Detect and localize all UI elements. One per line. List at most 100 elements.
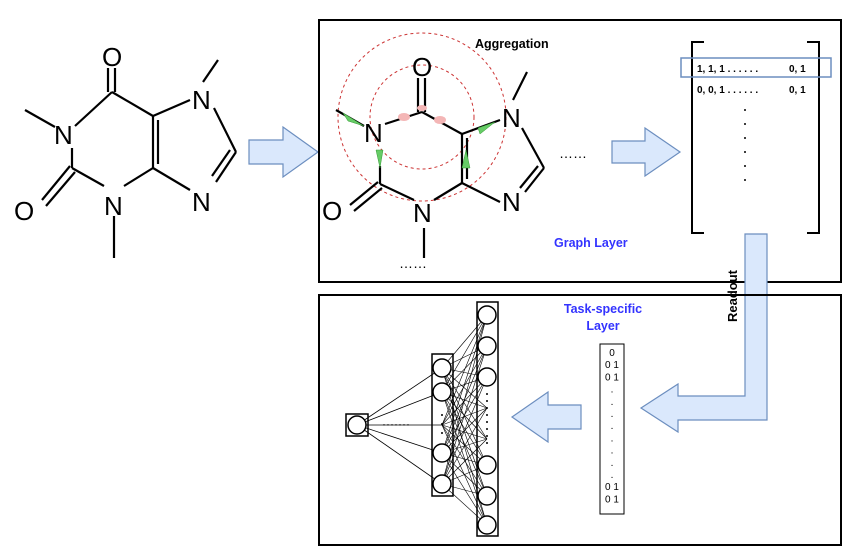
input-molecule [24,59,237,258]
vector-entry: . [611,433,614,444]
input-node [477,367,497,387]
aggregation-ring-inner [369,64,475,170]
network-edge [356,391,443,426]
hidden-node [432,474,452,494]
input-ellipsis-dot [486,442,488,444]
vector-entry: . [611,470,614,481]
hidden-ellipsis-dot [441,423,443,425]
vector-entry: . [611,421,614,432]
atom-n1: N [364,118,383,148]
network-edge [356,424,443,454]
message-edges [342,105,496,169]
network-edge [441,483,488,526]
input-node [477,336,497,356]
hidden-node [432,382,452,402]
output-node [347,415,367,435]
network-edge [441,424,488,526]
network-edge [441,391,488,466]
node-highlight [398,113,410,121]
network-edge [356,367,443,426]
matrix-vertical-dots [744,109,746,181]
network-edge [441,314,488,369]
arrow-to-network [510,390,582,444]
readout-vector [599,343,625,515]
input-ellipsis-dot [486,428,488,430]
aggregation-label: Aggregation [475,37,549,51]
network-edge [356,424,443,485]
matrix-row2-right: 0, 1 [789,85,806,96]
matrix-row1-left: 1, 1, 1 . . . . . . [697,64,758,75]
hidden-node [432,358,452,378]
matrix-row2-left: 0, 0, 1 . . . . . . [697,85,758,96]
input-ellipsis-dot [486,421,488,423]
network-edge [441,345,488,485]
input-node [477,305,497,325]
vector-entry: . [611,458,614,469]
input-ellipsis-dot [486,414,488,416]
atom-n7: N [502,103,521,133]
matrix-bracket-right [807,41,820,234]
input-ellipsis-dot [486,400,488,402]
hidden-ellipsis-dot [441,414,443,416]
input-node [477,486,497,506]
network-edge [441,407,488,426]
vector-entry: 0 1 [605,494,619,505]
network-edge [441,391,488,497]
atom-n3: N [104,191,123,221]
input-ellipsis-dot [486,435,488,437]
node-highlight [434,116,446,124]
network-edge [441,367,488,440]
edge-highlight [375,149,384,169]
network-edge [441,345,488,393]
atom-n7: N [192,85,211,115]
vector-entry: . [611,397,614,408]
atom-o-top: O [102,42,122,72]
task-title-line1: Task-specific [564,302,642,316]
vector-entry: . [611,446,614,457]
vector-entry: . [611,385,614,396]
network-edge [441,314,488,393]
matrix-row-highlight [680,57,832,78]
ellipsis-bottom: …… [399,255,427,271]
vector-entries: 00 10 1........0 10 1 [605,348,619,505]
network-edge [441,314,488,454]
hidden-node [432,443,452,463]
network-edge [441,407,488,485]
edge-highlight [461,149,471,169]
network-edge [441,452,488,526]
task-panel [318,294,842,546]
aggregation-ring-outer [337,32,507,202]
neural-network [345,301,499,537]
input-node [477,455,497,475]
vector-entry: 0 [609,348,615,359]
atom-o-top: O [412,52,432,82]
network-edge [441,438,488,485]
input-node [477,515,497,535]
network-edge [441,345,488,426]
edge-highlight [477,121,496,135]
graph-molecule-atoms: O O N N N N [322,52,521,228]
network-edge [441,367,488,409]
network-edge [441,424,488,440]
atom-o-left: O [322,196,342,226]
input-molecule-atoms: O O N N N N [14,42,211,226]
network-edge [441,424,488,466]
network-edge [441,391,488,526]
matrix-bracket-left [691,41,704,234]
input-ellipsis-dot [486,393,488,395]
atom-o-left: O [14,196,34,226]
network-edge [441,376,488,485]
network-edge [441,376,488,426]
edge-highlight [342,112,365,127]
atom-n9: N [502,187,521,217]
atom-n1: N [54,120,73,150]
arrow-to-matrix [611,126,682,178]
node-highlight [417,105,427,111]
matrix-row1-right: 0, 1 [789,64,806,75]
network-edge [441,424,488,497]
task-title-line2: Layer [586,319,619,333]
atom-n3: N [413,198,432,228]
graph-layer-label: Graph Layer [554,236,628,250]
network-ellipsis: ······· [382,417,410,431]
